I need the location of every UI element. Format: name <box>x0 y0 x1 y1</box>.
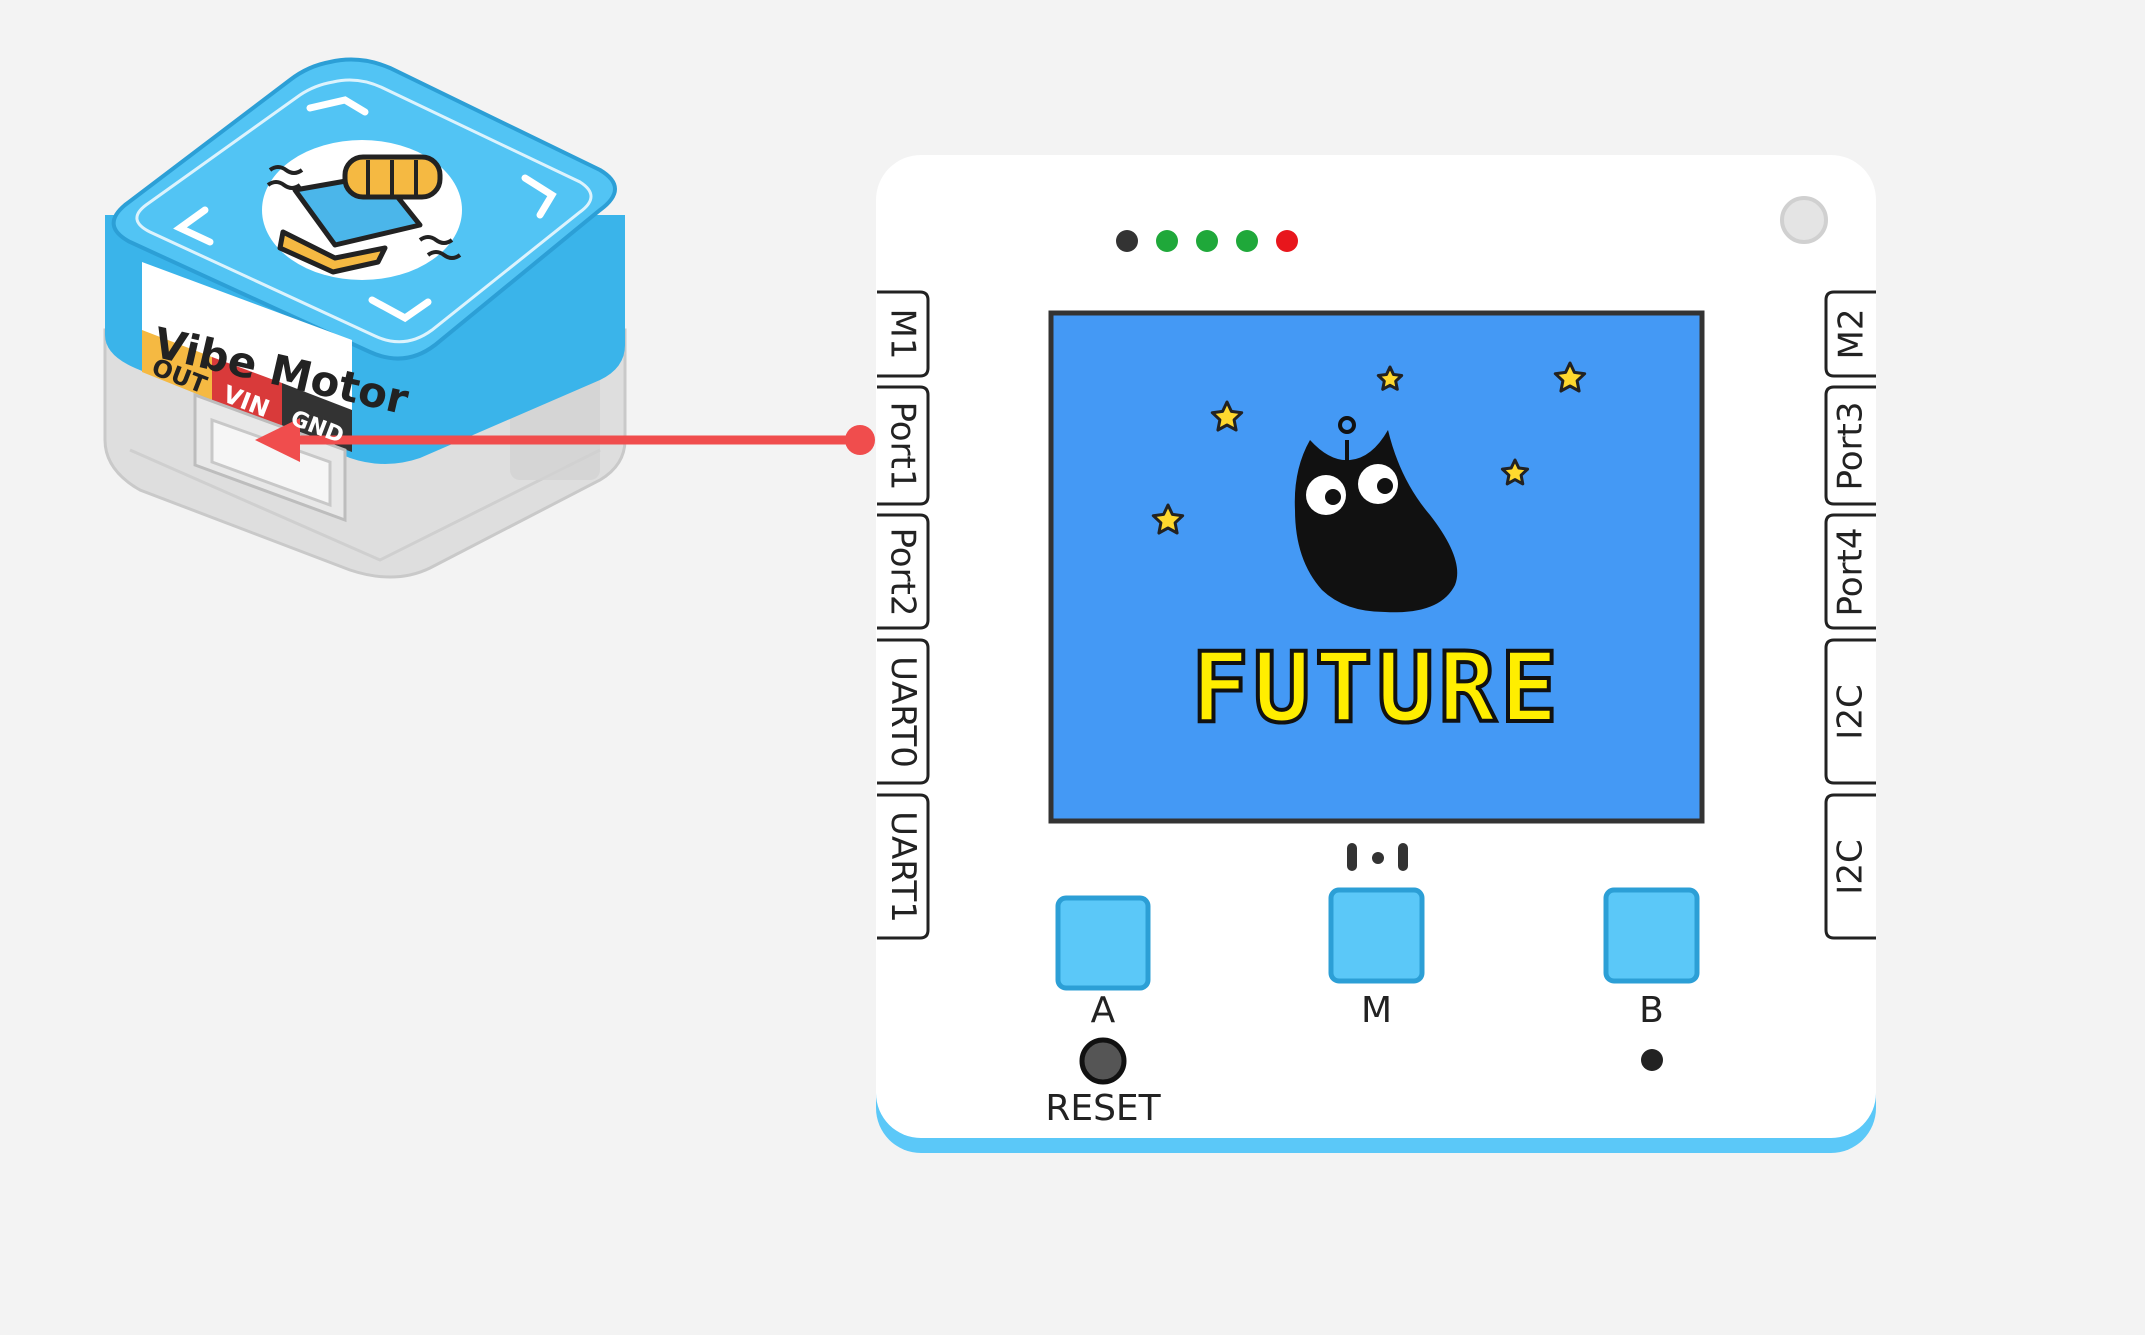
port-label-port4: Port4 <box>1831 526 1872 617</box>
connection-arrow <box>255 418 875 462</box>
button-b-indicator <box>1641 1049 1663 1071</box>
cat-mascot-icon <box>1294 416 1458 613</box>
port-label-i2c-2: I2C <box>1831 838 1871 895</box>
button-m[interactable] <box>1328 887 1425 984</box>
vibrate-motor-icon <box>266 154 462 275</box>
reset-label: RESET <box>1045 1088 1161 1129</box>
star-icon <box>1553 361 1587 393</box>
star-icons <box>1151 361 1587 535</box>
microphone-icon <box>1347 843 1408 871</box>
left-port-outlines <box>877 290 930 940</box>
port-label-port3: Port3 <box>1831 400 1872 491</box>
star-icon <box>1500 458 1530 486</box>
star-icon <box>1151 503 1185 535</box>
status-leds <box>1116 230 1298 252</box>
port-label-m1: M1 <box>882 308 923 360</box>
connector-dot <box>845 425 875 455</box>
pin-vin-bg <box>212 357 282 427</box>
vibe-motor-module <box>103 57 627 579</box>
port-label-i2c-1: I2C <box>1831 683 1871 740</box>
port-label-port1: Port1 <box>882 400 923 491</box>
button-a-label: A <box>1090 990 1116 1031</box>
right-port-outlines <box>1824 290 1876 940</box>
port-label-uart0: UART0 <box>882 655 923 768</box>
screen-title: FUTURE <box>1189 630 1562 746</box>
led-2 <box>1156 230 1178 252</box>
port-label-m2: M2 <box>1831 308 1871 360</box>
reset-button[interactable] <box>1079 1037 1127 1085</box>
led-3 <box>1196 230 1218 252</box>
lcd-screen <box>1048 310 1705 824</box>
led-1 <box>1116 230 1138 252</box>
button-m-label: M <box>1360 990 1393 1031</box>
button-b-label: B <box>1639 990 1664 1031</box>
star-icon <box>1376 365 1404 391</box>
star-icon <box>1210 400 1244 432</box>
mount-hole <box>1780 196 1828 244</box>
led-4 <box>1236 230 1258 252</box>
button-a[interactable] <box>1055 895 1151 991</box>
pin-out-bg <box>142 330 212 400</box>
pin-gnd-bg <box>282 383 352 452</box>
port-label-uart1: UART1 <box>882 810 923 923</box>
button-b[interactable] <box>1603 887 1700 984</box>
port-label-port2: Port2 <box>882 526 923 617</box>
led-5 <box>1276 230 1298 252</box>
